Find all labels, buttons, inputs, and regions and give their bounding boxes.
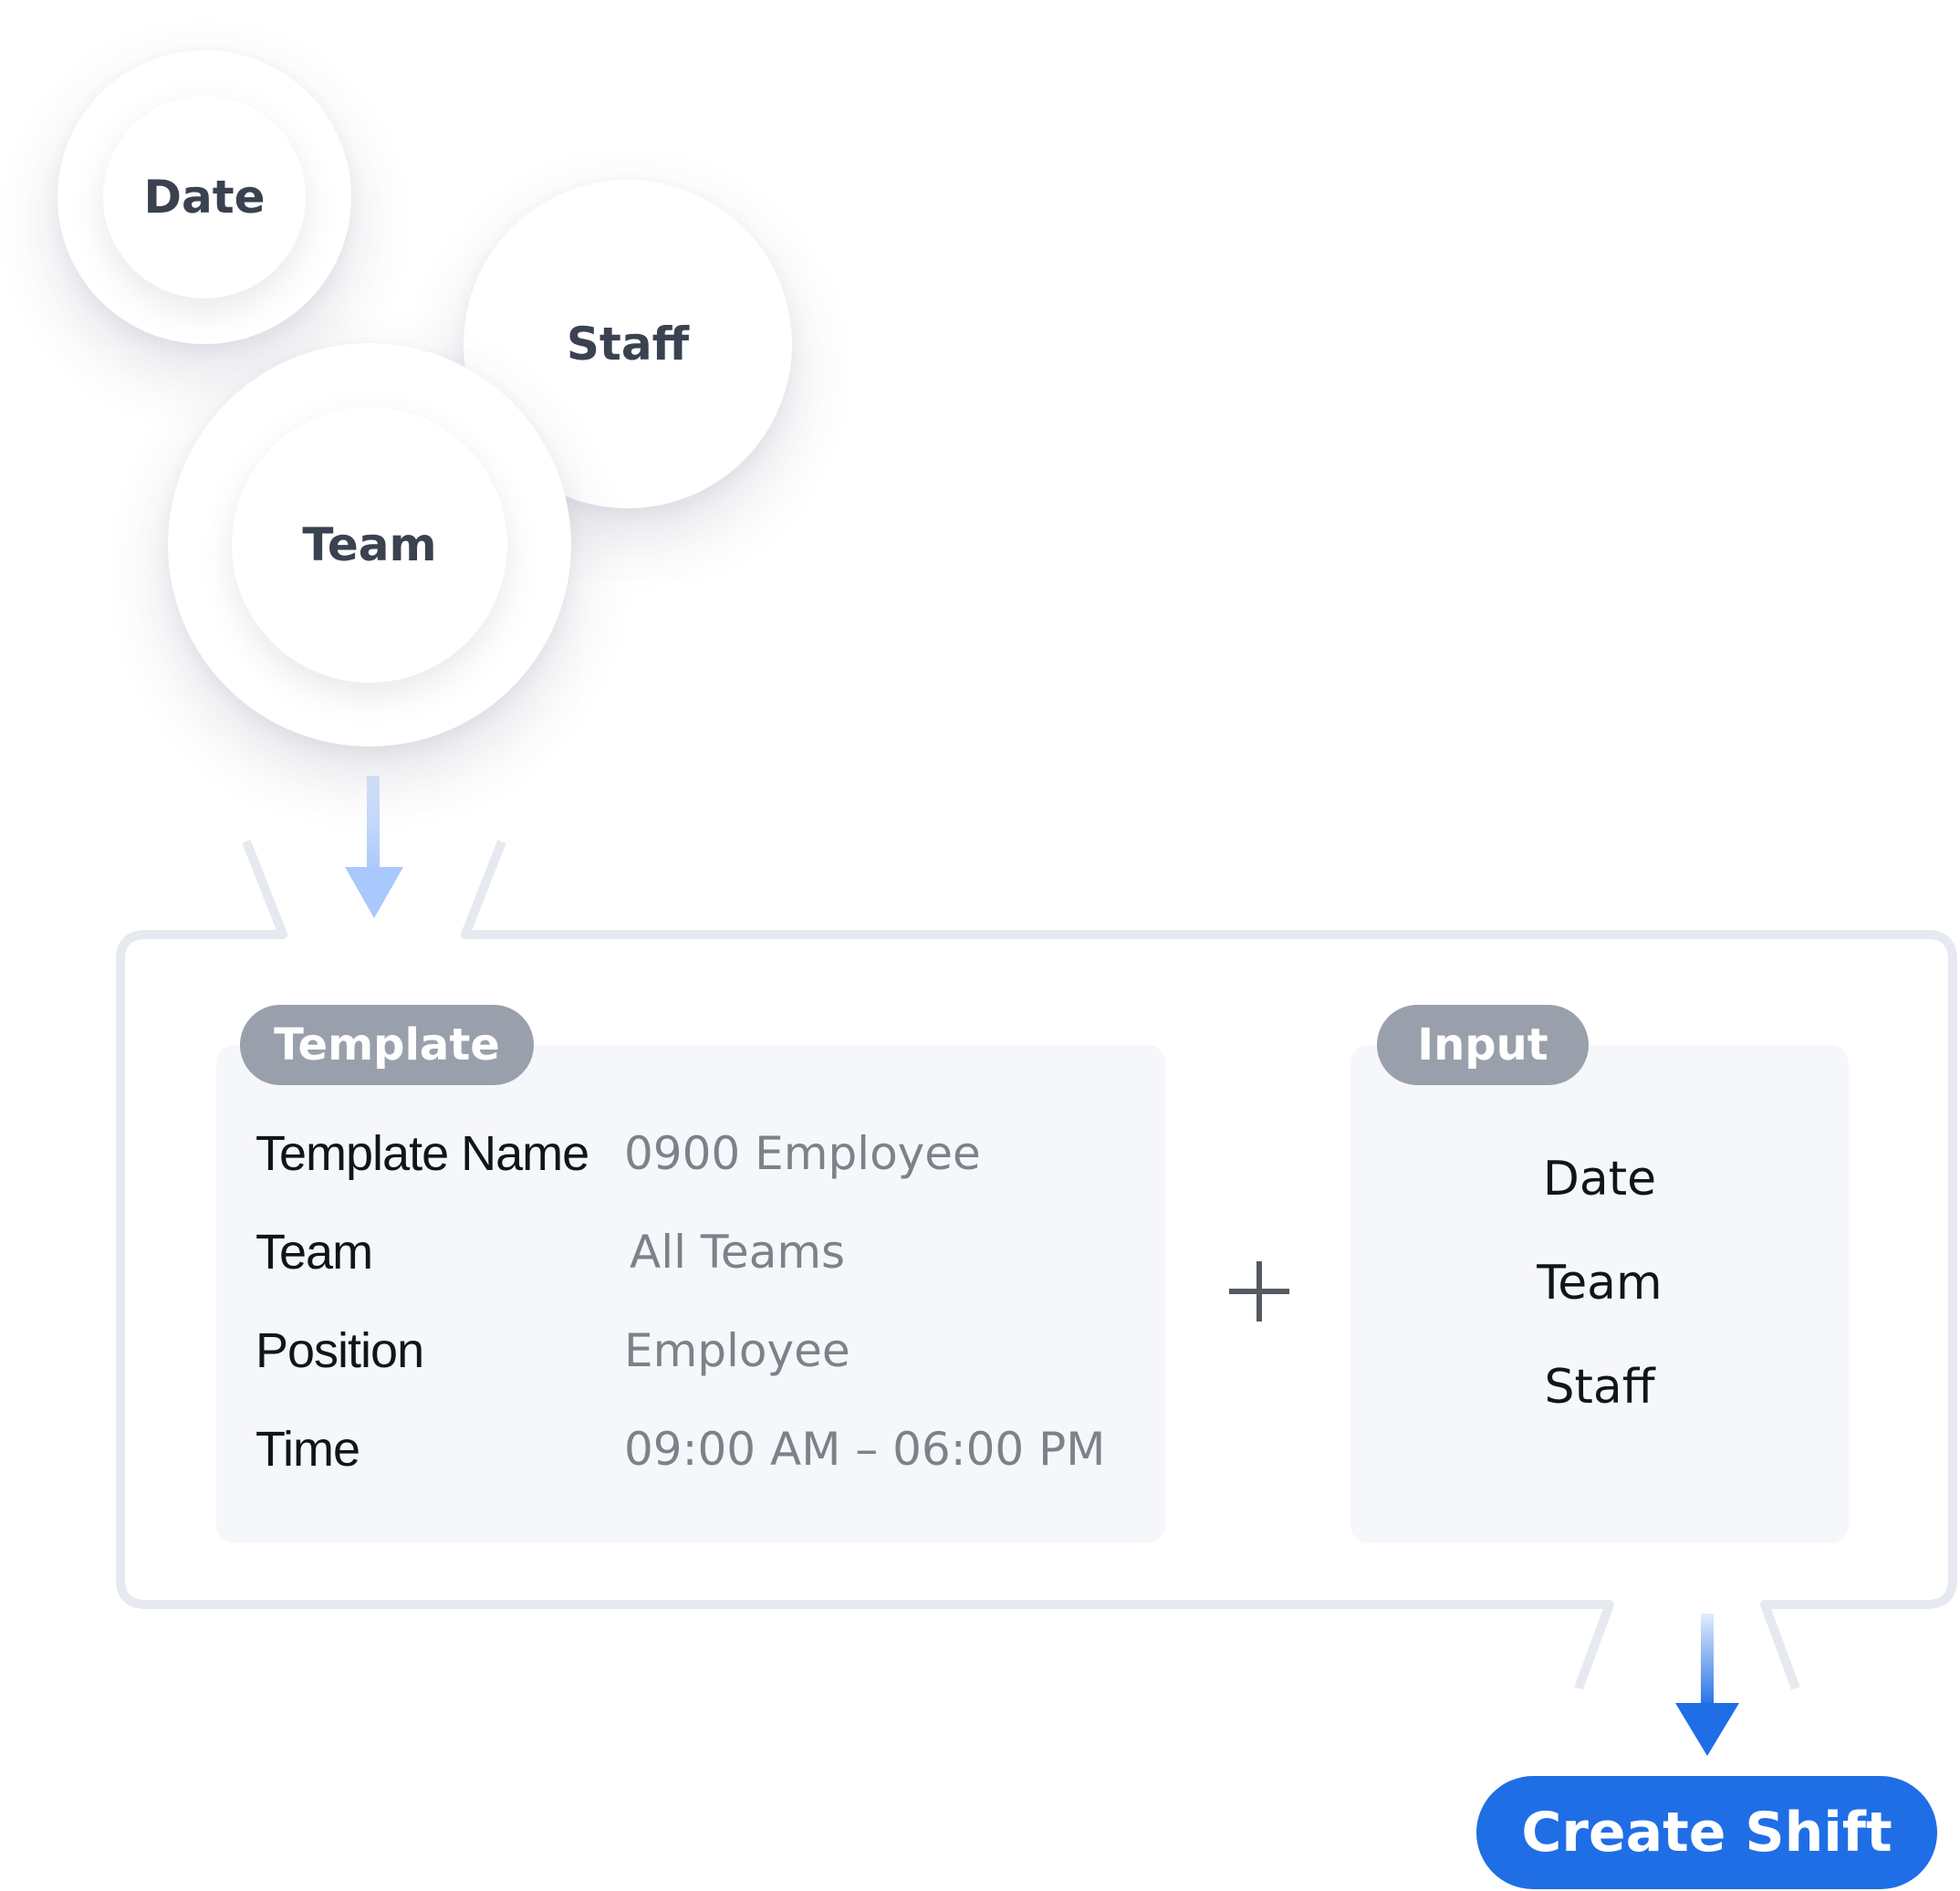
- template-row-value: 0900 Employee: [624, 1127, 981, 1180]
- template-row-key: Team: [255, 1225, 373, 1280]
- template-panel: [216, 1045, 1165, 1543]
- date-bubble-inner: Date: [103, 96, 306, 298]
- team-bubble: Team: [168, 343, 571, 747]
- arrow-down-icon: [345, 776, 403, 918]
- plus-icon: [1229, 1261, 1289, 1322]
- template-row-value: 09:00 AM – 06:00 PM: [624, 1423, 1106, 1476]
- template-row-key: Template Name: [255, 1126, 589, 1181]
- arrow-down-icon: [1675, 1614, 1739, 1756]
- template-row-key: Time: [255, 1422, 360, 1477]
- team-bubble-label: Team: [302, 518, 437, 571]
- input-badge: Input: [1377, 1005, 1589, 1085]
- staff-bubble-label: Staff: [566, 318, 690, 371]
- date-bubble-label: Date: [143, 171, 266, 224]
- input-item-staff: Staff: [1544, 1360, 1655, 1415]
- template-badge: Template: [240, 1005, 534, 1085]
- staff-bubble: Staff: [464, 180, 792, 508]
- team-bubble-inner: Team: [232, 407, 507, 683]
- template-row-value: Employee: [624, 1324, 850, 1377]
- create-shift-button[interactable]: Create Shift: [1476, 1776, 1937, 1889]
- date-bubble: Date: [57, 50, 351, 344]
- input-panel: [1350, 1045, 1849, 1543]
- input-item-team: Team: [1537, 1256, 1663, 1311]
- template-row-key: Position: [255, 1323, 424, 1378]
- template-row-value: All Teams: [630, 1226, 846, 1279]
- input-item-date: Date: [1542, 1152, 1657, 1207]
